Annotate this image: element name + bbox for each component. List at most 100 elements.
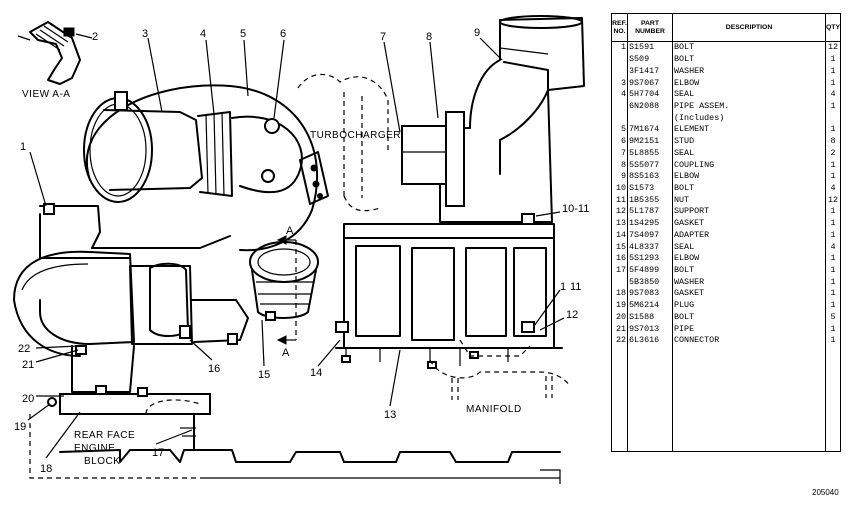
cell-part: 1B5355 — [627, 194, 673, 207]
callout-12: 12 — [566, 309, 578, 321]
cell-qty: 1 — [825, 334, 841, 347]
engine-block-outline — [59, 449, 561, 484]
blank-cell — [627, 346, 673, 452]
cell-description: ELBOW — [671, 77, 827, 89]
cell-part: S1573 — [627, 182, 673, 195]
table-row: (Includes) — [611, 112, 841, 125]
cell-description: ELBOW — [671, 252, 827, 265]
header-qty: QTY — [825, 13, 841, 42]
cell-description: (Includes) — [671, 112, 827, 125]
cell-qty: 1 — [825, 170, 841, 183]
callout-8: 8 — [426, 31, 432, 43]
cell-part: 6N2088 — [627, 100, 673, 113]
table-blank-space — [611, 346, 841, 452]
callout-15: 15 — [258, 369, 270, 381]
cell-ref: 19 — [611, 299, 628, 312]
callout-20: 20 — [22, 393, 34, 405]
cell-part: 7S4097 — [627, 229, 673, 242]
cell-ref: 21 — [611, 323, 628, 335]
cell-part: 4L8337 — [627, 241, 673, 253]
manifold-assembly — [297, 15, 585, 400]
cell-qty: 1 — [825, 288, 841, 300]
cell-qty: 1 — [825, 299, 841, 312]
cell-description: BOLT — [671, 41, 827, 54]
section-marker-top: A — [286, 225, 294, 237]
cell-ref: 18 — [611, 288, 628, 300]
cell-part: 7M1674 — [627, 124, 673, 136]
cell-qty: 1 — [825, 124, 841, 136]
turbocharger-exploded-diagram: VIEW A-A — [13, 15, 589, 484]
cell-ref — [611, 276, 628, 289]
cell-ref — [611, 53, 628, 66]
cell-part: 5F4899 — [627, 264, 673, 277]
cell-part: S509 — [627, 53, 673, 66]
callout-1-right: 1 — [560, 281, 566, 293]
callout-6: 6 — [280, 28, 286, 40]
cell-ref: 20 — [611, 311, 628, 324]
cell-ref: 3 — [611, 77, 628, 89]
cell-ref: 15 — [611, 241, 628, 253]
cell-ref: 8 — [611, 159, 628, 171]
manifold-label: MANIFOLD — [466, 404, 522, 415]
cell-description: SEAL — [671, 241, 827, 253]
cell-part: S1588 — [627, 311, 673, 324]
cell-ref: 16 — [611, 252, 628, 265]
cell-part: 5S1293 — [627, 252, 673, 265]
cell-description: BOLT — [671, 182, 827, 195]
cell-ref: 14 — [611, 229, 628, 242]
cell-description: SUPPORT — [671, 206, 827, 218]
cell-description: ELBOW — [671, 170, 827, 183]
callout-21: 21 — [22, 359, 34, 371]
cell-ref — [611, 100, 628, 113]
cell-part — [627, 112, 673, 125]
cell-description: SEAL — [671, 88, 827, 101]
cell-description: ELEMENT — [671, 124, 827, 136]
cell-part: 5M6214 — [627, 299, 673, 312]
cell-qty: 2 — [825, 147, 841, 160]
cell-description: WASHER — [671, 276, 827, 289]
cell-ref: 11 — [611, 194, 628, 207]
callout-9: 9 — [474, 27, 480, 39]
callout-13: 13 — [384, 409, 396, 421]
cell-qty: 8 — [825, 135, 841, 148]
cell-qty: 4 — [825, 241, 841, 253]
cell-ref: 4 — [611, 88, 628, 101]
cell-description: COUPLING — [671, 159, 827, 171]
view-a-a-inset: VIEW A-A — [17, 21, 93, 100]
callout-16: 16 — [208, 363, 220, 375]
cell-qty: 1 — [825, 65, 841, 78]
blank-cell — [825, 346, 841, 452]
cell-part: 5B3850 — [627, 276, 673, 289]
callout-4: 4 — [200, 28, 206, 40]
cell-ref: 13 — [611, 217, 628, 230]
cell-ref: 1 — [611, 41, 628, 54]
leader-lines — [27, 37, 565, 459]
callout-14: 14 — [310, 367, 322, 379]
callout-7: 7 — [380, 31, 386, 43]
cell-part: 9S7083 — [627, 288, 673, 300]
cell-qty: 12 — [825, 41, 841, 54]
blank-cell — [611, 346, 628, 452]
cell-description: NUT — [671, 194, 827, 207]
cell-description: BOLT — [671, 311, 827, 324]
cell-qty: 1 — [825, 252, 841, 265]
parts-table-header: REF. NO. PART NUMBER DESCRIPTION QTY — [611, 13, 841, 42]
callout-10-11: 10-11 — [562, 203, 589, 215]
cell-description: BOLT — [671, 264, 827, 277]
cell-part: 9S7013 — [627, 323, 673, 335]
cell-part: 5H7704 — [627, 88, 673, 101]
rear-face-label-line3: BLOCK — [84, 456, 120, 467]
cell-qty: 4 — [825, 182, 841, 195]
